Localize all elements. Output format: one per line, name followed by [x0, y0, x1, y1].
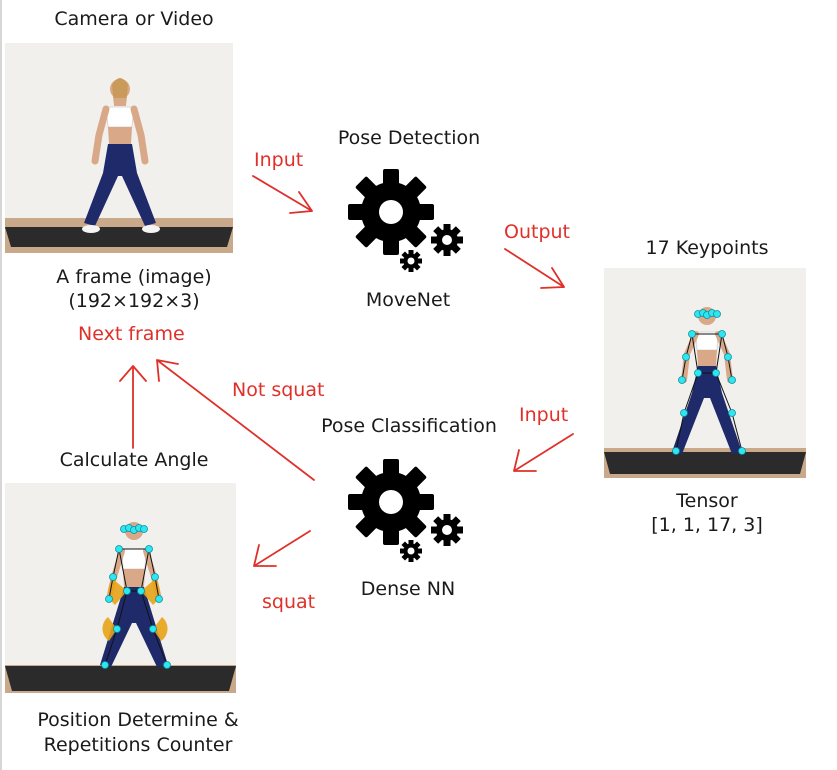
- dense-nn-gear-icon: [348, 459, 463, 562]
- angle-photo: [5, 483, 236, 693]
- position-label-line1: Position Determine &: [37, 709, 239, 731]
- movenet-label: MoveNet: [365, 289, 451, 311]
- arrow-not-squat: [156, 359, 315, 481]
- edge-label-squat: squat: [262, 591, 316, 613]
- dense-nn-label: Dense NN: [360, 578, 456, 600]
- frame-label-line2: (192×192×3): [68, 290, 200, 312]
- tensor-label-line2: [1, 1, 17, 3]: [651, 514, 763, 536]
- frame-label-line1: A frame (image): [56, 266, 212, 288]
- tensor-label-line1: Tensor: [676, 490, 738, 512]
- edge-label-input-classification: Input: [519, 404, 569, 426]
- arrow-next-frame: [119, 365, 147, 449]
- movenet-gear-icon: [348, 169, 463, 272]
- arrow-input-to-movenet: [252, 175, 313, 214]
- edge-label-not-squat: Not squat: [232, 379, 325, 401]
- arrow-output-to-keypoints: [504, 248, 565, 289]
- pose-detection-title: Pose Detection: [337, 127, 481, 149]
- edge-label-next-frame: Next frame: [78, 323, 185, 345]
- keypoints-photo: [604, 268, 806, 478]
- arrow-squat: [253, 530, 311, 567]
- left-border: [0, 0, 2, 770]
- arrow-input-to-dense-nn: [513, 433, 574, 472]
- camera-frame-photo: [5, 43, 233, 253]
- edge-label-output: Output: [504, 221, 570, 243]
- calculate-angle-title: Calculate Angle: [59, 449, 209, 471]
- pose-classification-title: Pose Classification: [321, 415, 497, 437]
- keypoints-title: 17 Keypoints: [645, 237, 769, 259]
- edge-label-input: Input: [254, 149, 304, 171]
- position-label-line2: Repetitions Counter: [43, 734, 233, 756]
- camera-title: Camera or Video: [54, 8, 214, 30]
